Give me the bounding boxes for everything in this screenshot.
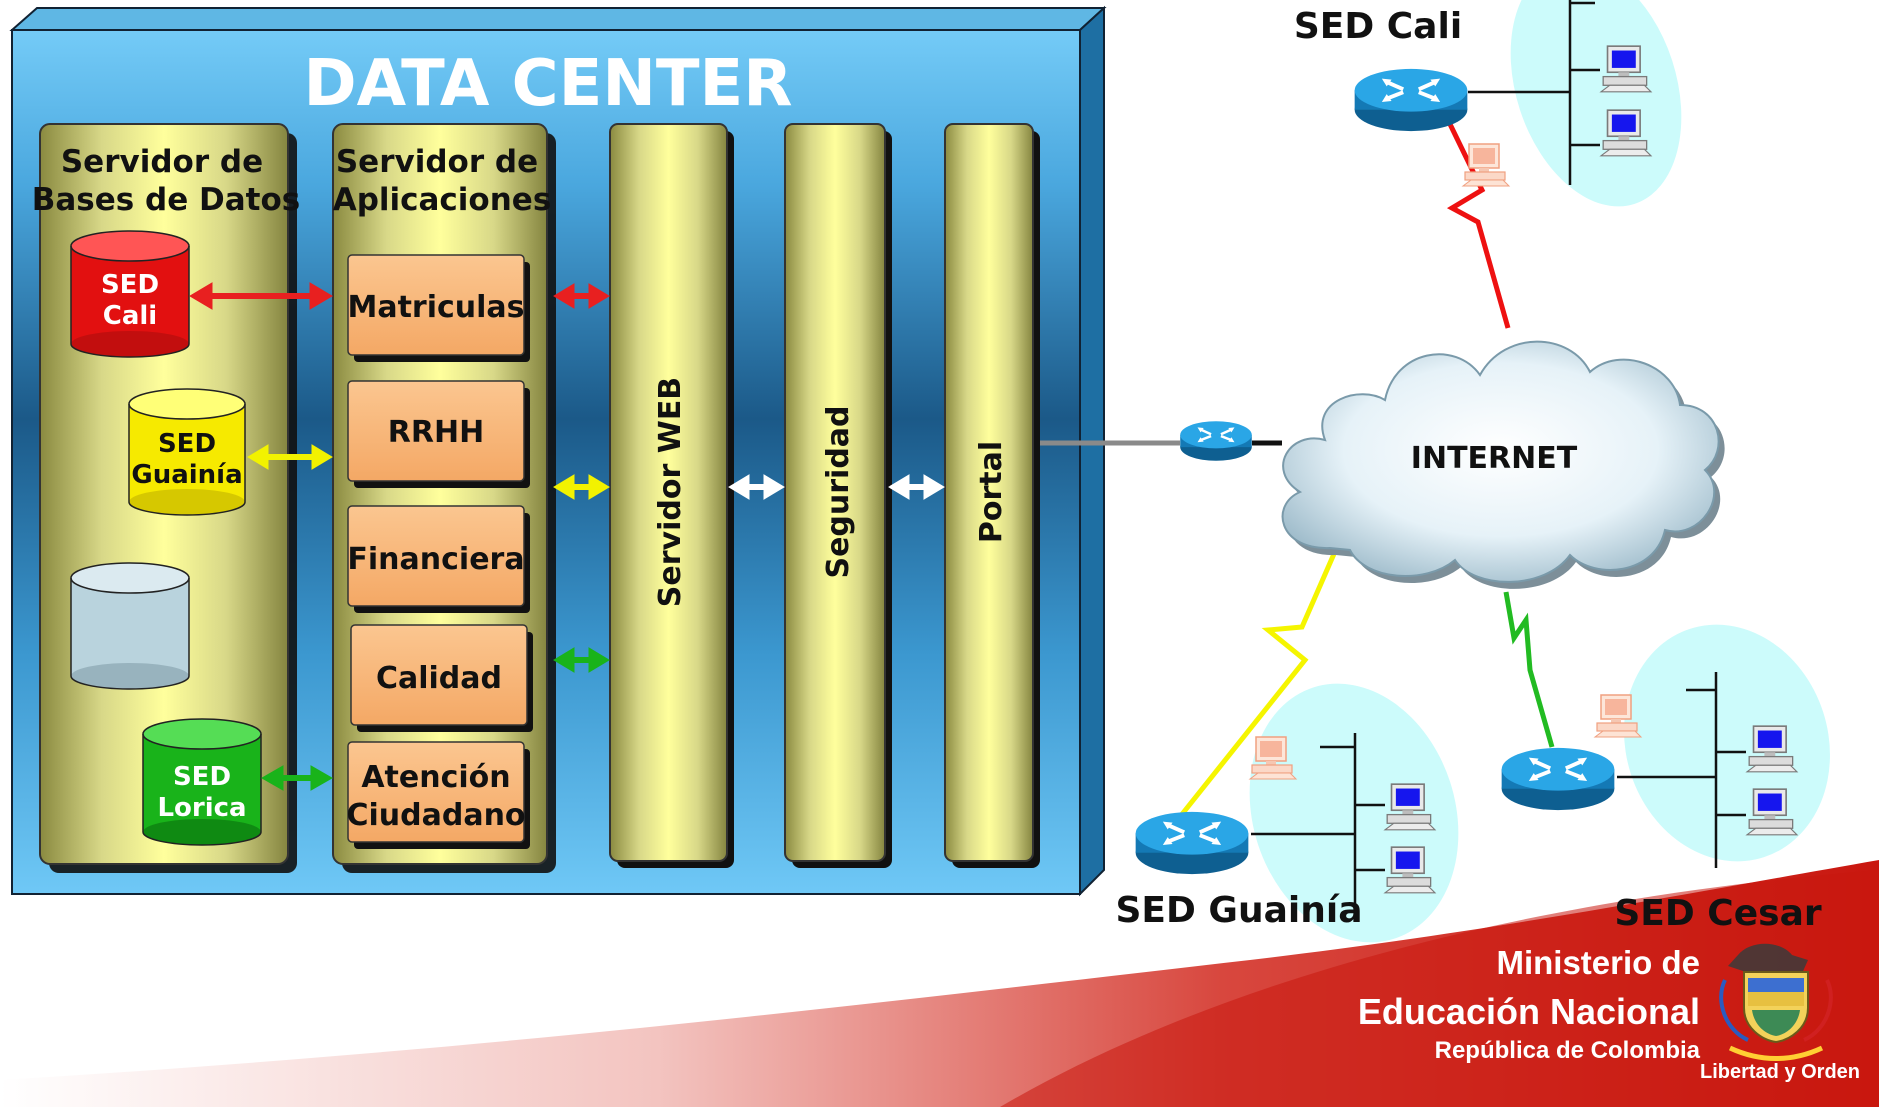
- arrow-green: [260, 765, 334, 791]
- column-label: Portal: [974, 441, 1009, 543]
- module-box: [347, 380, 530, 488]
- computer-icon: [1462, 143, 1510, 187]
- module-label: Atención: [361, 760, 510, 795]
- arrow-red: [553, 283, 610, 309]
- column-label: Seguridad: [821, 405, 856, 578]
- arrow-white: [728, 474, 785, 500]
- lan-wiring-guainia: [1251, 733, 1385, 915]
- database-cylinder: [128, 388, 246, 516]
- arrow-green: [553, 647, 610, 673]
- app-server-label-line1: Servidor de: [336, 144, 538, 180]
- module-label: RRHH: [388, 415, 484, 450]
- arrow-yellow: [247, 444, 333, 470]
- site-label: SED Cali: [1294, 6, 1462, 47]
- column-label: Servidor WEB: [653, 377, 688, 607]
- module-label: Matriculas: [347, 290, 524, 325]
- module-box: [347, 741, 530, 849]
- lan-ellipse-cesar: [1624, 624, 1830, 862]
- brand-swoosh: [0, 860, 1879, 1107]
- db-server-label-line2: Bases de Datos: [32, 182, 301, 218]
- module-box: [347, 505, 530, 613]
- security-column: [784, 123, 892, 868]
- arrow-white: [888, 474, 945, 500]
- module-box: [350, 624, 533, 732]
- module-label: Ciudadano: [346, 798, 525, 833]
- db-server-label-line1: Servidor de: [61, 144, 263, 180]
- database-cylinder: [70, 562, 190, 690]
- brand-line3: República de Colombia: [1435, 1037, 1701, 1064]
- db-label-line1: SED: [158, 429, 216, 459]
- app-server-label-line2: Aplicaciones: [333, 182, 552, 218]
- database-cylinder: [70, 230, 190, 358]
- database-cylinder: [142, 718, 262, 846]
- db-label-line1: SED: [101, 270, 159, 300]
- router-icon: [1133, 809, 1251, 877]
- db-label-line2: Guainía: [131, 460, 242, 490]
- brand-line2: Educación Nacional: [1358, 991, 1700, 1032]
- arrow-red: [189, 282, 333, 310]
- cloud-label: INTERNET: [1411, 441, 1578, 476]
- lan-wiring-cesar: [1617, 672, 1746, 868]
- internet-cloud: [1281, 340, 1725, 589]
- arrow-yellow: [553, 474, 610, 500]
- lan-ellipse-cali: [1510, 0, 1682, 207]
- db-label-line2: Cali: [103, 301, 157, 331]
- brand-line1: Ministerio de: [1496, 944, 1700, 981]
- db-label-line1: SED: [173, 762, 231, 792]
- data-center-title: DATA CENTER: [303, 47, 792, 121]
- module-label: Financiera: [347, 542, 524, 577]
- db-label-line2: Lorica: [157, 793, 246, 823]
- brand-motto: Libertad y Orden: [1700, 1061, 1860, 1083]
- module-box: [347, 254, 530, 362]
- module-label: Calidad: [376, 661, 502, 696]
- router-icon: [1179, 419, 1253, 463]
- router-icon: [1499, 745, 1617, 813]
- link-cesar: [1503, 591, 1555, 748]
- portal-column: [944, 123, 1040, 868]
- web-server-column: [609, 123, 734, 868]
- coat-of-arms-icon: [1719, 943, 1833, 1061]
- link-guainia: [1173, 545, 1340, 825]
- router-icon: [1352, 66, 1470, 134]
- site-label: SED Cesar: [1614, 893, 1821, 934]
- site-label: SED Guainía: [1115, 890, 1362, 931]
- lan-wiring-cali: [1468, 0, 1600, 185]
